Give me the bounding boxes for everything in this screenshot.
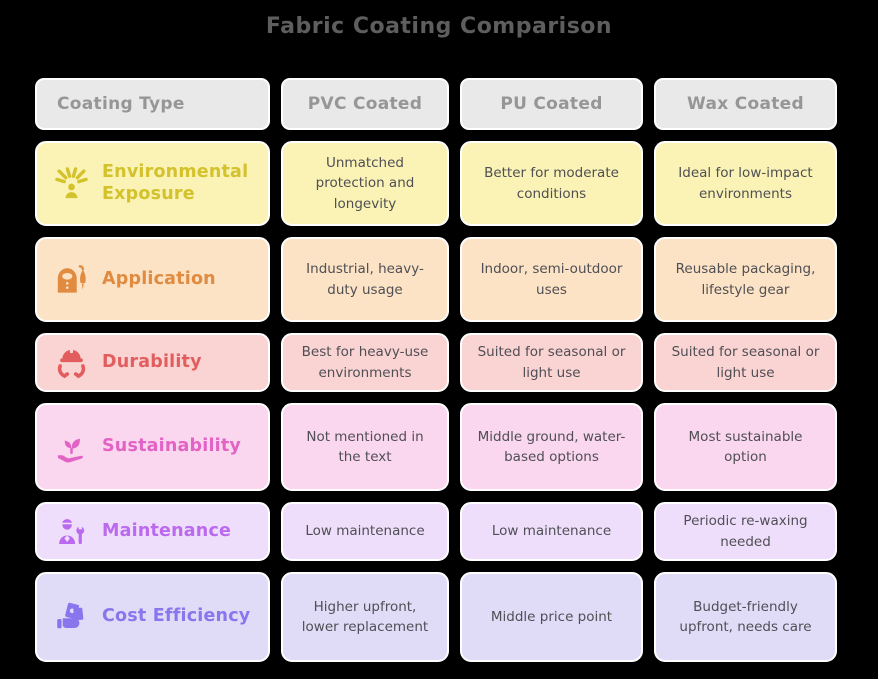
cell-application-pu: Indoor, semi-outdoor uses [460,237,643,322]
row-label-cost-efficiency: Cost Efficiency [35,572,270,662]
row-label-durability: Durability [35,333,270,392]
cell-durability-pvc: Best for heavy-use environments [281,333,449,392]
cell-environmental-exposure-pvc: Unmatched protection and longevity [281,141,449,226]
row-label-text: Environmental Exposure [102,161,249,204]
cell-maintenance-pvc: Low maintenance [281,502,449,561]
cell-durability-wax: Suited for seasonal or light use [654,333,837,392]
row-label-sustainability: Sustainability [35,403,270,491]
column-header-pvc-coated: PVC Coated [281,78,449,130]
column-header-pu-coated: PU Coated [460,78,643,130]
cell-cost-efficiency-pu: Middle price point [460,572,643,662]
row-label-text: Application [102,268,216,289]
cell-sustainability-pu: Middle ground, water-based options [460,403,643,491]
sun-rays-person-icon [54,166,89,201]
hand-holding-money-icon [54,600,89,635]
column-header-wax-coated: Wax Coated [654,78,837,130]
row-label-environmental-exposure: Environmental Exposure [35,141,270,226]
cell-environmental-exposure-pu: Better for moderate conditions [460,141,643,226]
row-label-maintenance: Maintenance [35,502,270,561]
cell-cost-efficiency-wax: Budget-friendly upfront, needs care [654,572,837,662]
row-label-text: Cost Efficiency [102,606,251,627]
cell-maintenance-pu: Low maintenance [460,502,643,561]
row-label-text: Maintenance [102,520,232,541]
row-label-text: Sustainability [102,436,242,457]
raincoat-umbrella-icon [54,262,89,297]
cell-environmental-exposure-wax: Ideal for low-impact environments [654,141,837,226]
row-label-application: Application [35,237,270,322]
page-title: Fabric Coating Comparison [265,14,613,39]
cell-cost-efficiency-pvc: Higher upfront, lower replacement [281,572,449,662]
comparison-table: Coating Type PVC Coated PU Coated Wax Co… [35,78,837,662]
cell-application-wax: Reusable packaging, lifestyle gear [654,237,837,322]
column-header-coating-type: Coating Type [35,78,270,130]
cell-sustainability-pvc: Not mentioned in the text [281,403,449,491]
cell-sustainability-wax: Most sustainable option [654,403,837,491]
cell-durability-pu: Suited for seasonal or light use [460,333,643,392]
hard-hat-hands-icon [54,345,89,380]
cell-application-pvc: Industrial, heavy-duty usage [281,237,449,322]
worker-wrench-icon [54,514,89,549]
row-label-text: Durability [102,351,202,372]
hand-holding-plant-icon [54,430,89,465]
cell-maintenance-wax: Periodic re-waxing needed [654,502,837,561]
